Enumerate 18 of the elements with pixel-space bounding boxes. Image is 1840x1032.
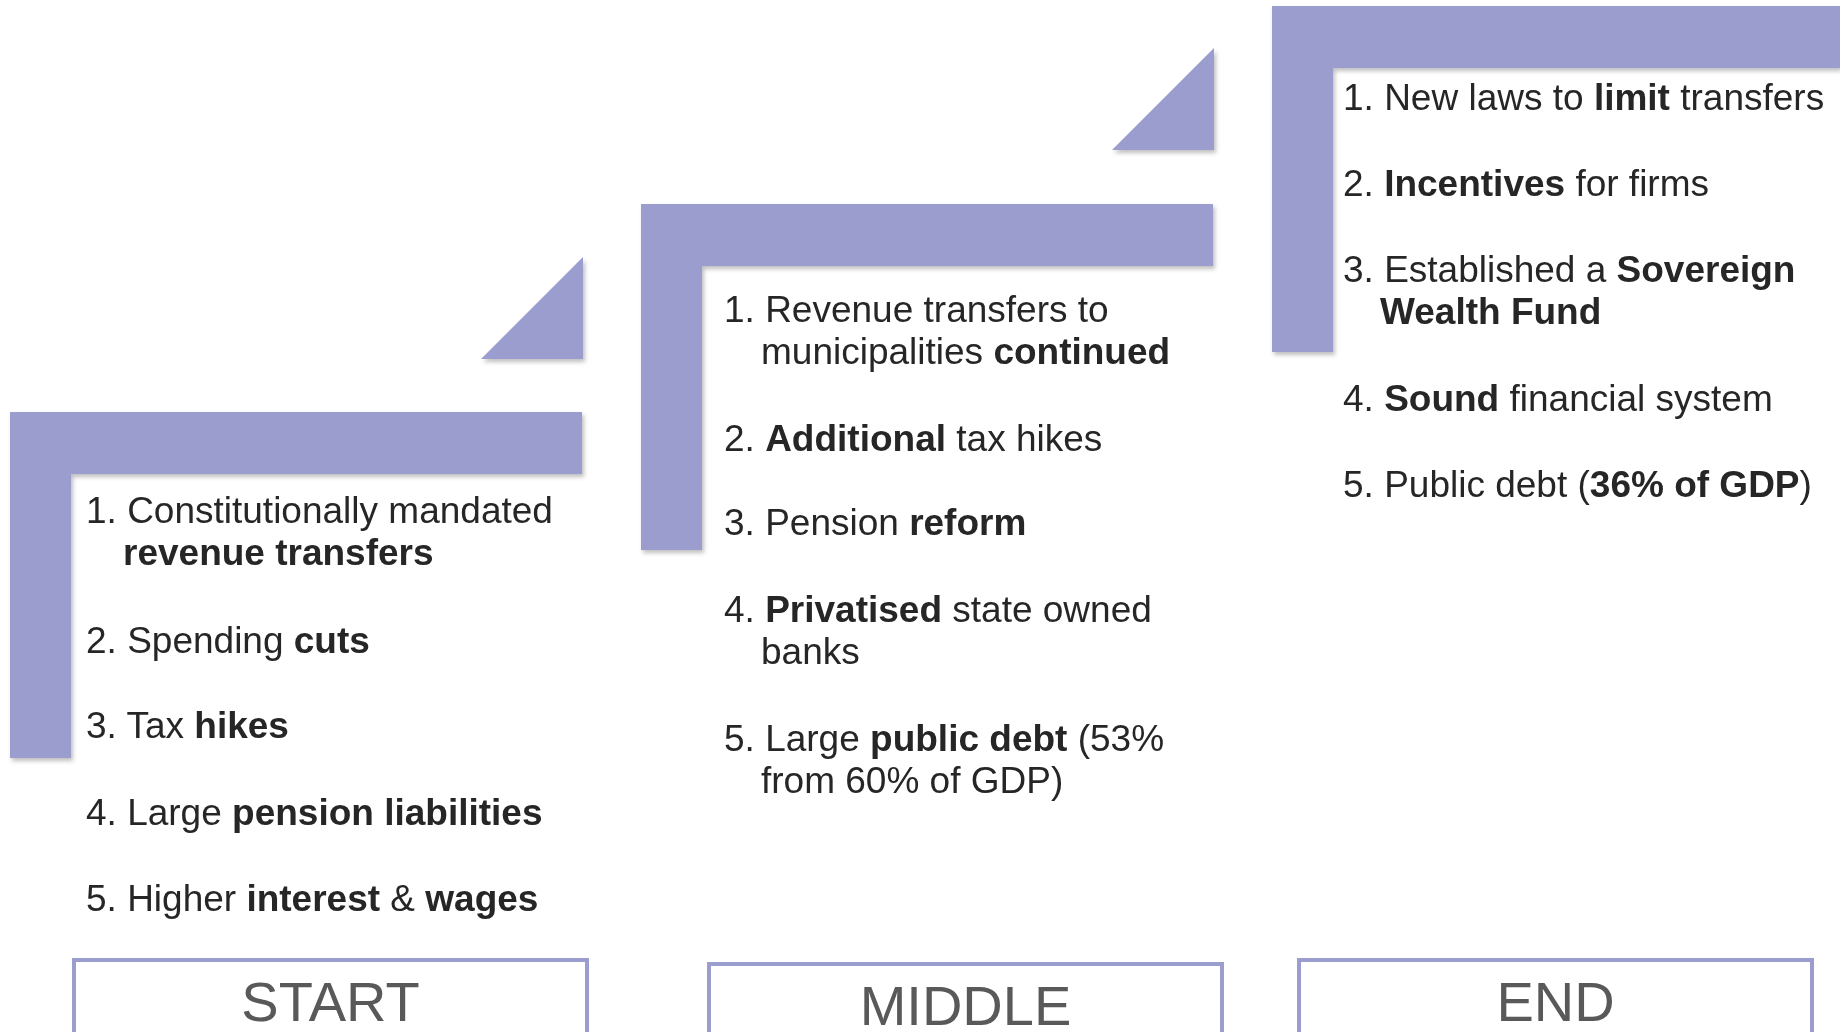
list-item: 4. Large pension liabilities: [86, 792, 544, 834]
stage-box: START: [72, 958, 589, 1032]
list-item: 1. Constitutionally mandated revenue transfers: [86, 490, 554, 574]
list-item: 5. Large public debt (53% from 60% of GDP): [724, 718, 1166, 802]
list-item: 1. Revenue transfers to municipalities continued: [724, 289, 1172, 373]
list-item: 2. Additional tax hikes: [724, 418, 1104, 460]
list-item: 1. New laws to limit transfers: [1343, 77, 1826, 119]
list-item: 5. Public debt (36% of GDP): [1343, 464, 1813, 506]
stage-box: END: [1297, 958, 1814, 1032]
list-item: 4. Privatised state owned banks: [724, 589, 1153, 673]
list-item: 3. Pension reform: [724, 502, 1028, 544]
list-item: 4. Sound financial system: [1343, 378, 1774, 420]
list-item: 5. Higher interest & wages: [86, 878, 540, 920]
list-item: 2. Spending cuts: [86, 620, 371, 662]
list-item: 3. Tax hikes: [86, 705, 290, 747]
list-item: 3. Established a Sovereign Wealth Fund: [1343, 249, 1797, 333]
list-item: 2. Incentives for firms: [1343, 163, 1710, 205]
stage-box: MIDDLE: [707, 962, 1224, 1032]
